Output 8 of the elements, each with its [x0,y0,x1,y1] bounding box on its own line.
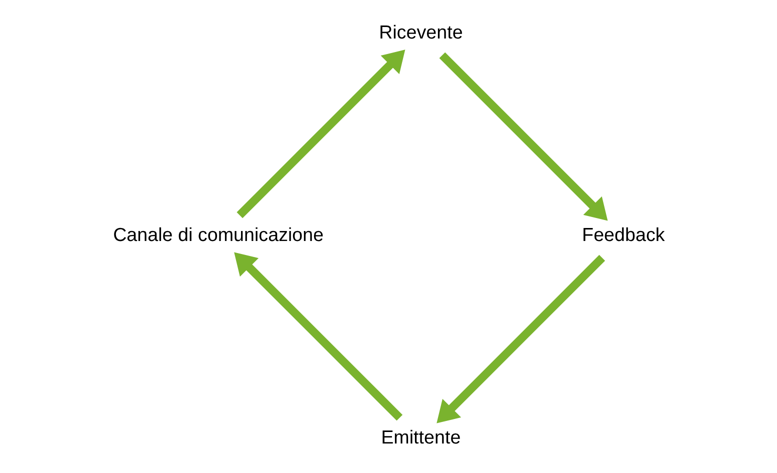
arrow [236,50,406,218]
node-text: Ricevente [379,21,463,42]
arrow [234,252,403,421]
node-text: Canale di comunicazione [113,224,324,245]
arrow [439,52,608,221]
node-text: Emittente [381,426,461,448]
node-text: Feedback [582,224,665,245]
arrow [436,254,606,424]
